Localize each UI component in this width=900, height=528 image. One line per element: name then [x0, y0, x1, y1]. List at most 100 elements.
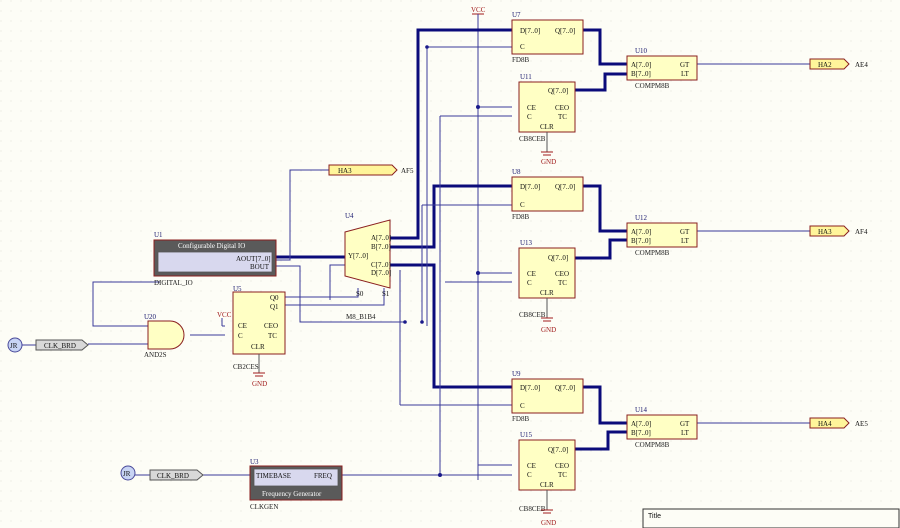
u15-pin-ceo: CEO: [555, 462, 569, 470]
u1-designator: U1: [154, 231, 163, 239]
port-ha3-top[interactable]: HA3 AF5: [328, 164, 414, 176]
clk-ref-1-label: JR: [10, 342, 18, 350]
u13-pin-ce: CE: [527, 270, 536, 278]
u15-designator: U15: [520, 431, 533, 439]
u14-pin-b: B[7..0]: [631, 429, 651, 437]
u9-pin-c: C: [520, 402, 525, 410]
u3-type: CLKGEN: [250, 503, 278, 511]
u10-compm8b[interactable]: U10 A[7..0] B[7..0] GT LT COMPM8B: [626, 47, 698, 90]
u9-fd8b[interactable]: U9 D[7..0] Q[7..0] C FD8B: [511, 370, 584, 423]
u14-compm8b[interactable]: U14 A[7..0] B[7..0] GT LT COMPM8B: [626, 406, 698, 449]
u20-type: AND2S: [144, 351, 167, 359]
u13-gnd-label: GND: [541, 326, 556, 334]
u13-pin-c: C: [527, 279, 532, 287]
clk-port-1[interactable]: JR CLK_BRD: [7, 337, 89, 353]
u9-pin-d: D[7..0]: [520, 384, 540, 392]
port-ha3-top-label: HA3: [338, 167, 352, 175]
u1-type: DIGITAL_IO: [154, 279, 193, 287]
u15-pin-tc: TC: [558, 471, 567, 479]
u13-pin-ceo: CEO: [555, 270, 569, 278]
u5-type: CB2CES: [233, 363, 259, 371]
u14-pin-lt: LT: [681, 429, 690, 437]
u9-type: FD8B: [512, 415, 529, 423]
u11-cb8ceb[interactable]: U11 Q[7..0] CE CEO C TC CLR CB8CEB GND: [518, 73, 576, 166]
u9-pin-q: Q[7..0]: [555, 384, 575, 392]
u11-type: CB8CEB: [519, 135, 546, 143]
u12-compm8b[interactable]: U12 A[7..0] B[7..0] GT LT COMPM8B: [626, 214, 698, 257]
clk-port-2[interactable]: JR CLK_BRD: [120, 465, 204, 481]
u4-type: M8_B1B4: [346, 313, 376, 321]
u13-pin-q: Q[7..0]: [548, 254, 568, 262]
u1-digital-io[interactable]: U1 Configurable Digital IO AOUT[7..0] BO…: [153, 231, 277, 287]
u4-pin-s1: S1: [382, 290, 390, 298]
u11-designator: U11: [520, 73, 532, 81]
u5-pin-clr: CLR: [251, 343, 265, 351]
u7-type: FD8B: [512, 56, 529, 64]
u1-pin-aout: AOUT[7..0]: [236, 255, 271, 263]
u8-pin-q: Q[7..0]: [555, 183, 575, 191]
u11-pin-c: C: [527, 113, 532, 121]
u5-pin-q1: Q1: [270, 303, 279, 311]
u8-designator: U8: [512, 168, 521, 176]
u15-gnd-label: GND: [541, 519, 556, 527]
u14-pin-gt: GT: [680, 420, 690, 428]
u10-designator: U10: [635, 47, 648, 55]
u8-pin-d: D[7..0]: [520, 183, 540, 191]
u10-pin-b: B[7..0]: [631, 70, 651, 78]
port-ha3-right[interactable]: HA3 AF4: [809, 225, 868, 237]
junction-dots: [403, 45, 480, 477]
port-af4-label: AF4: [855, 228, 868, 236]
u14-type: COMPM8B: [635, 441, 670, 449]
u1-title: Configurable Digital IO: [178, 242, 245, 250]
vcc-label-top: VCC: [471, 6, 486, 14]
u15-cb8ceb[interactable]: U15 Q[7..0] CE CEO C TC CLR CB8CEB GND: [518, 431, 576, 527]
u13-pin-tc: TC: [558, 279, 567, 287]
clk-port-1-label: CLK_BRD: [44, 342, 76, 350]
u4-pin-c: C[7..0]: [371, 261, 391, 269]
u7-designator: U7: [512, 11, 521, 19]
u11-pin-q: Q[7..0]: [548, 87, 568, 95]
u10-pin-lt: LT: [681, 70, 690, 78]
u10-type: COMPM8B: [635, 82, 670, 90]
port-ha2[interactable]: HA2 AE4: [809, 58, 868, 70]
vcc-rail: VCC: [471, 6, 486, 480]
u5-gnd-label: GND: [252, 380, 267, 388]
u5-pin-ceo: CEO: [264, 322, 278, 330]
u13-designator: U13: [520, 239, 533, 247]
title-block: Title: [642, 508, 900, 528]
port-ha2-label: HA2: [818, 61, 832, 69]
u10-pin-gt: GT: [680, 61, 690, 69]
u11-pin-clr: CLR: [540, 123, 554, 131]
u11-pin-ceo: CEO: [555, 104, 569, 112]
u4-mux[interactable]: U4 A[7..0] B[7..0] C[7..0] D[7..0] Y[7..…: [344, 212, 391, 321]
u11-pin-tc: TC: [558, 113, 567, 121]
clk-port-2-label: CLK_BRD: [157, 472, 189, 480]
u20-and-gate[interactable]: U20 AND2S: [144, 313, 185, 359]
u5-pin-ce: CE: [238, 322, 247, 330]
port-ha4[interactable]: HA4 AE5: [809, 417, 868, 429]
port-ha4-label: HA4: [818, 420, 832, 428]
u5-cb2ces[interactable]: U5 Q0 Q1 CE CEO C TC CLR CB2CES GND VCC: [217, 285, 286, 388]
u13-pin-clr: CLR: [540, 289, 554, 297]
u3-clkgen[interactable]: U3 TIMEBASE FREQ Frequency Generator CLK…: [249, 458, 343, 511]
u12-pin-lt: LT: [681, 237, 690, 245]
u3-pin-freq: FREQ: [314, 472, 332, 480]
u15-pin-q: Q[7..0]: [548, 446, 568, 454]
port-ae5-label: AE5: [855, 420, 868, 428]
u13-cb8ceb[interactable]: U13 Q[7..0] CE CEO C TC CLR CB8CEB GND: [518, 239, 576, 334]
u4-pin-b: B[7..0]: [371, 243, 391, 251]
u14-pin-a: A[7..0]: [631, 420, 651, 428]
u7-fd8b[interactable]: U7 D[7..0] Q[7..0] C FD8B: [511, 11, 584, 64]
u5-pin-tc: TC: [268, 332, 277, 340]
u15-type: CB8CEB: [519, 505, 546, 513]
u5-vcc-label: VCC: [217, 311, 232, 319]
u5-pin-c: C: [238, 332, 243, 340]
u1-pin-bout: BOUT: [250, 263, 270, 271]
u10-pin-a: A[7..0]: [631, 61, 651, 69]
u3-designator: U3: [250, 458, 259, 466]
port-ae4-label: AE4: [855, 61, 868, 69]
u15-pin-clr: CLR: [540, 481, 554, 489]
u8-fd8b[interactable]: U8 D[7..0] Q[7..0] C FD8B: [511, 168, 584, 221]
